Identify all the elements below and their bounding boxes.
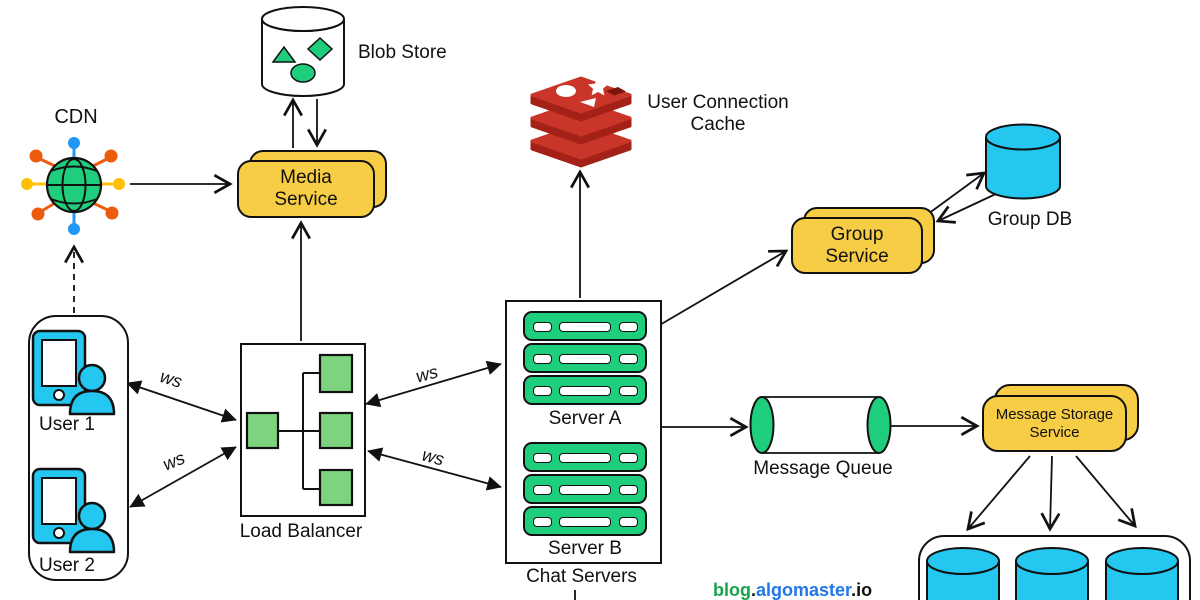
user2-device-icon [31, 467, 116, 554]
user1-label: User 1 [39, 414, 95, 435]
group-service-card: Group Service [791, 217, 923, 274]
edge-groupservice-to-groupdb [927, 171, 987, 215]
edge-storage-to-db1 [966, 455, 1031, 532]
group-service-label: Group Service [825, 223, 889, 267]
group-db-cylinder-icon [985, 123, 1061, 200]
blob-store-cylinder-icon [261, 6, 345, 97]
message-queue-label: Message Queue [753, 458, 893, 479]
message-storage-label: Message Storage Service [995, 406, 1114, 441]
load-balancer-box [240, 343, 366, 517]
cdn-globe-icon [21, 137, 125, 235]
message-db-1-icon [926, 547, 1000, 600]
server-b-row-2 [523, 474, 647, 504]
edge-lb-servera-ws [365, 360, 502, 408]
group-db-label: Group DB [987, 209, 1073, 230]
edge-storage-to-db2 [1040, 455, 1061, 532]
edge-chat-to-groupservice [657, 249, 789, 327]
server-b-row-1 [523, 442, 647, 472]
message-db-3-icon [1105, 547, 1179, 600]
user1-device-icon [31, 329, 116, 416]
message-storage-card: Message Storage Service [982, 395, 1127, 452]
server-b-row-3 [523, 506, 647, 536]
message-db-2-icon [1015, 547, 1089, 600]
edge-groupdb-to-groupservice [935, 191, 1001, 224]
user2-label: User 2 [39, 555, 95, 576]
watermark-tld: io [856, 580, 873, 600]
edge-user1-lb-ws [126, 380, 237, 423]
server-a-label: Server A [548, 408, 622, 429]
server-a-row-2 [523, 343, 647, 373]
load-balancer-icon [245, 353, 354, 507]
watermark-blog: blog [713, 580, 751, 600]
media-service-label: Media Service [274, 167, 338, 210]
edge-storage-to-db3 [1075, 455, 1137, 529]
cdn-label: CDN [54, 106, 98, 128]
user-connection-cache-label: User Connection Cache [647, 92, 789, 135]
server-a-row-1 [523, 311, 647, 341]
media-service-card: Media Service [237, 160, 375, 218]
edge-lb-serverb-ws [367, 447, 502, 491]
watermark: blog.algomaster.io [713, 580, 873, 600]
edge-user2-lb-ws [129, 446, 237, 508]
server-a-row-3 [523, 375, 647, 405]
load-balancer-label: Load Balancer [239, 521, 363, 542]
blob-store-label: Blob Store [358, 42, 447, 63]
server-b-label: Server B [548, 538, 622, 559]
watermark-domain: algomaster [756, 580, 852, 600]
message-queue-icon [749, 396, 892, 454]
chat-servers-label: Chat Servers [526, 566, 637, 587]
redis-cache-icon [530, 76, 632, 168]
